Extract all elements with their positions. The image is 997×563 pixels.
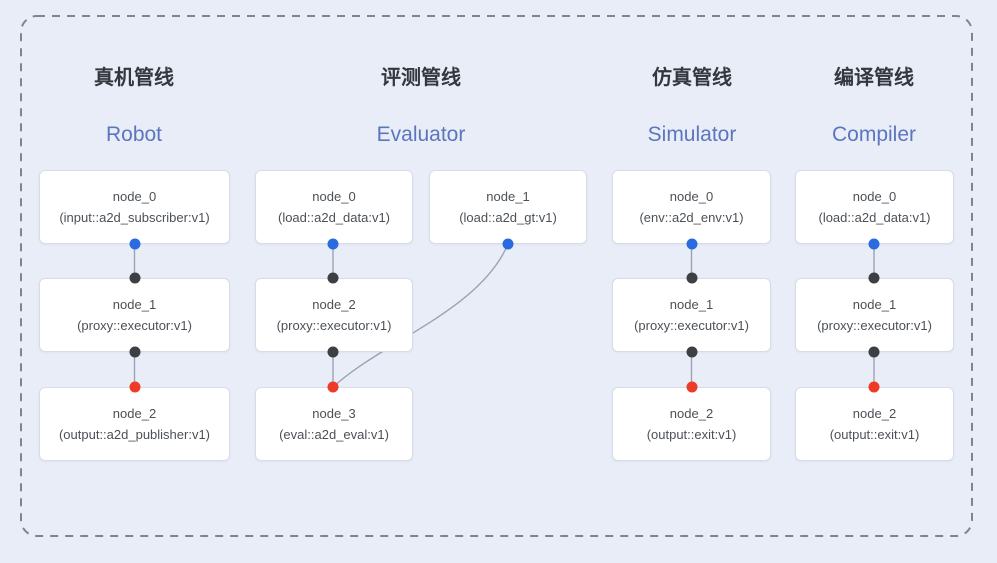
node-name: node_2 xyxy=(852,406,897,421)
intermediate-port-dot-icon xyxy=(868,346,880,357)
node-box-robot-node0: node_0 (input::a2d_subscriber:v1) xyxy=(39,170,230,244)
node-type: (load::a2d_gt:v1) xyxy=(459,210,557,225)
node-box-robot-node1: node_1 (proxy::executor:v1) xyxy=(39,278,230,352)
node-box-robot-node2: node_2 (output::a2d_publisher:v1) xyxy=(39,387,230,461)
node-box-simulator-node2: node_2 (output::exit:v1) xyxy=(612,387,771,461)
node-type: (eval::a2d_eval:v1) xyxy=(279,427,389,442)
pipeline-title-en-evaluator: Evaluator xyxy=(376,123,466,146)
node-type: (proxy::executor:v1) xyxy=(276,318,392,333)
final-input-port-dot-icon xyxy=(327,381,339,393)
final-input-port-dot-icon xyxy=(129,381,140,393)
node-name: node_3 xyxy=(312,406,356,421)
pipeline-title-zh-compiler: 编译管线 xyxy=(834,67,914,89)
node-name: node_2 xyxy=(112,406,157,421)
intermediate-port-dot-icon xyxy=(129,272,140,284)
node-type: (proxy::executor:v1) xyxy=(77,318,192,333)
pipeline-title-zh-evaluator: 评测管线 xyxy=(381,67,461,89)
intermediate-port-dot-icon xyxy=(686,272,697,284)
node-name: node_0 xyxy=(312,189,356,204)
pipeline-title-en-compiler: Compiler xyxy=(831,123,917,146)
node-box-simulator-node1: node_1 (proxy::executor:v1) xyxy=(612,278,771,352)
node-box-evaluator-node1: node_1 (load::a2d_gt:v1) xyxy=(429,170,587,244)
node-box-evaluator-node3: node_3 (eval::a2d_eval:v1) xyxy=(255,387,413,461)
pipeline-title-zh-robot: 真机管线 xyxy=(94,67,174,89)
output-port-dot-icon xyxy=(327,238,339,249)
node-name: node_1 xyxy=(669,297,714,312)
node-name: node_0 xyxy=(669,189,714,204)
node-name: node_1 xyxy=(852,297,897,312)
intermediate-port-dot-icon xyxy=(327,346,339,357)
node-name: node_0 xyxy=(852,189,897,204)
output-port-dot-icon xyxy=(502,238,514,249)
output-port-dot-icon xyxy=(868,238,880,249)
node-box-compiler-node1: node_1 (proxy::executor:v1) xyxy=(795,278,954,352)
node-box-evaluator-node0: node_0 (load::a2d_data:v1) xyxy=(255,170,413,244)
node-box-simulator-node0: node_0 (env::a2d_env:v1) xyxy=(612,170,771,244)
final-input-port-dot-icon xyxy=(868,381,880,393)
node-type: (load::a2d_data:v1) xyxy=(818,210,931,225)
node-type: (input::a2d_subscriber:v1) xyxy=(59,210,210,225)
node-type: (load::a2d_data:v1) xyxy=(277,210,391,225)
intermediate-port-dot-icon xyxy=(686,346,697,357)
node-type: (output::exit:v1) xyxy=(829,427,920,442)
node-type: (env::a2d_env:v1) xyxy=(639,210,744,225)
node-type: (proxy::executor:v1) xyxy=(817,318,932,333)
output-port-dot-icon xyxy=(686,238,697,249)
node-name: node_0 xyxy=(112,189,157,204)
node-box-compiler-node0: node_0 (load::a2d_data:v1) xyxy=(795,170,954,244)
node-box-evaluator-node2: node_2 (proxy::executor:v1) xyxy=(255,278,413,352)
edge-evaluator-n1-n3 xyxy=(332,243,509,388)
node-name: node_2 xyxy=(312,297,356,312)
node-name: node_1 xyxy=(112,297,157,312)
final-input-port-dot-icon xyxy=(686,381,697,393)
intermediate-port-dot-icon xyxy=(129,346,140,357)
pipeline-title-en-simulator: Simulator xyxy=(647,123,737,146)
node-name: node_1 xyxy=(486,189,530,204)
pipeline-title-zh-simulator: 仿真管线 xyxy=(652,67,732,89)
intermediate-port-dot-icon xyxy=(868,272,880,284)
node-type: (output::a2d_publisher:v1) xyxy=(58,427,211,442)
dashed-container-border xyxy=(20,15,973,537)
intermediate-port-dot-icon xyxy=(327,272,339,284)
node-type: (output::exit:v1) xyxy=(646,427,737,442)
node-name: node_2 xyxy=(669,406,714,421)
node-box-compiler-node2: node_2 (output::exit:v1) xyxy=(795,387,954,461)
node-type: (proxy::executor:v1) xyxy=(634,318,749,333)
output-port-dot-icon xyxy=(129,238,140,249)
pipeline-title-en-robot: Robot xyxy=(105,123,163,146)
